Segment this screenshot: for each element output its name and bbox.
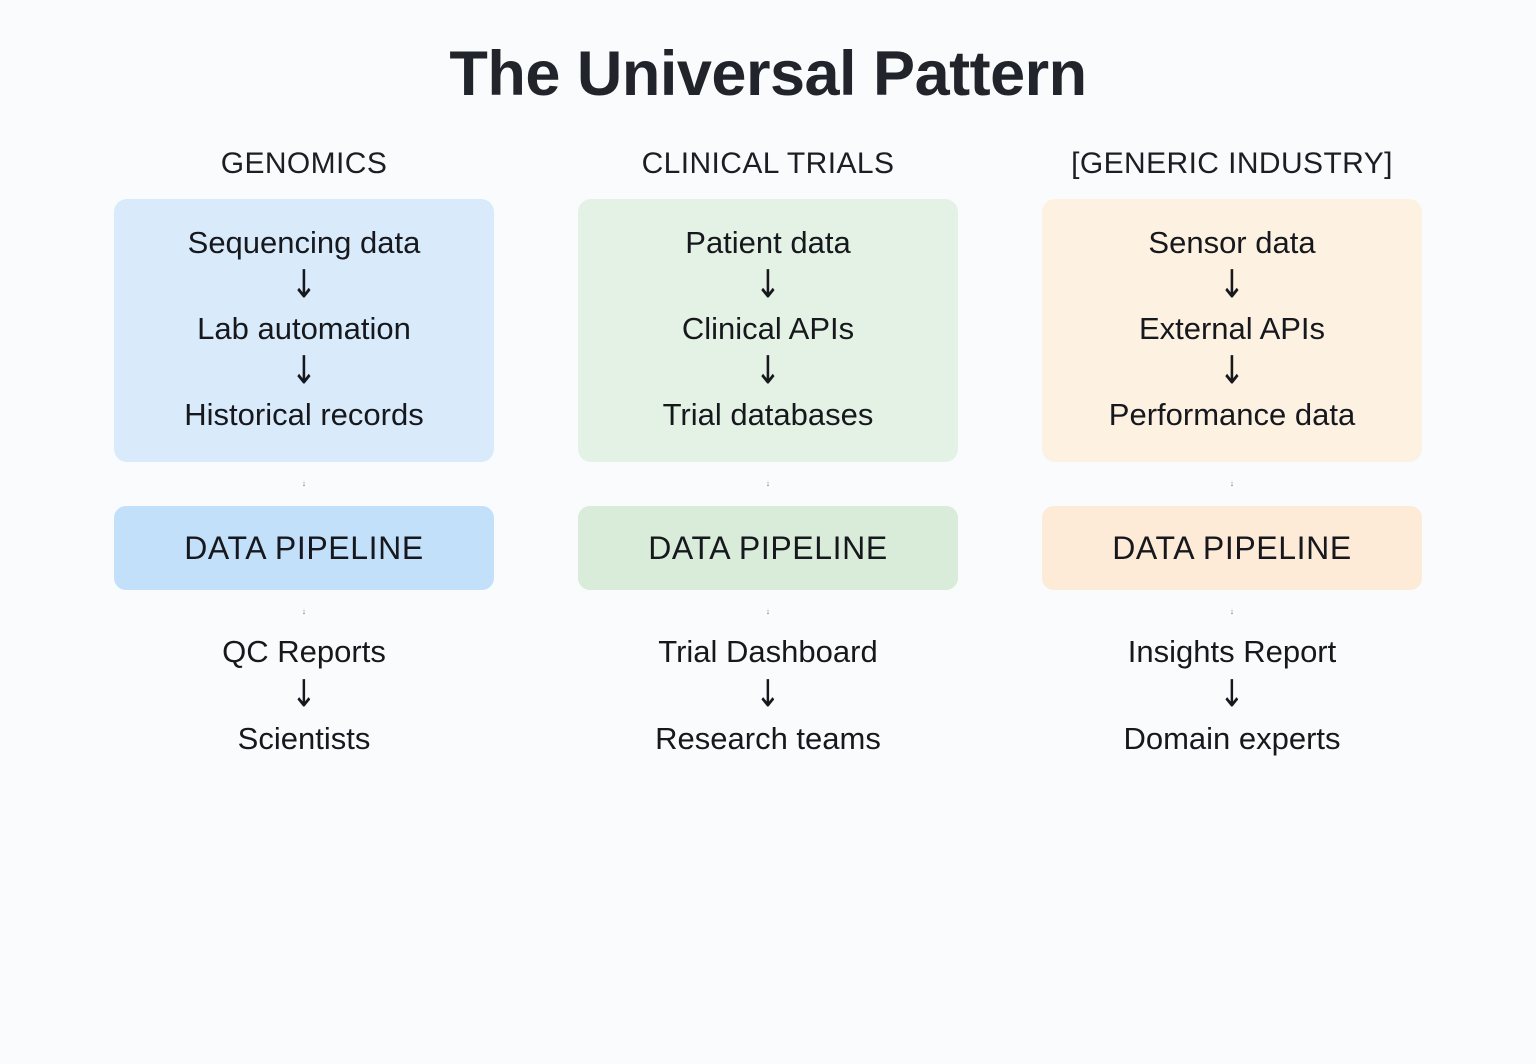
data-pipeline-box-generic-industry: DATA PIPELINE: [1042, 506, 1422, 591]
source-node: Clinical APIs: [681, 310, 855, 346]
column-header-generic-industry: [GENERIC INDUSTRY]: [1071, 147, 1393, 181]
data-pipeline-box-genomics: DATA PIPELINE: [114, 506, 494, 591]
source-node: Performance data: [1108, 396, 1356, 432]
output-node: Insights Report: [1127, 634, 1337, 670]
page-title: The Universal Pattern: [449, 39, 1087, 109]
down-arrow-icon: ↓: [755, 262, 781, 308]
source-node: Trial databases: [662, 396, 874, 432]
down-arrow-icon: ↓: [291, 262, 317, 308]
column-header-clinical-trials: CLINICAL TRIALS: [641, 147, 895, 181]
down-arrow-icon: ↓: [1219, 262, 1245, 308]
source-node: Sensor data: [1148, 225, 1316, 261]
source-node: Lab automation: [197, 310, 411, 346]
source-box-clinical-trials: Patient data ↓ Clinical APIs ↓ Trial dat…: [578, 199, 958, 463]
pipeline-column-genomics: GENOMICS Sequencing data ↓ Lab automatio…: [114, 147, 494, 757]
output-node: Scientists: [237, 721, 371, 757]
source-node: Patient data: [685, 225, 851, 261]
source-node: Sequencing data: [187, 225, 421, 261]
down-arrow-icon: ↓: [291, 672, 317, 717]
data-pipeline-label: DATA PIPELINE: [1112, 529, 1352, 566]
connector-arrow-icon: [1231, 462, 1233, 506]
down-arrow-icon: ↓: [1219, 347, 1245, 393]
output-node: Trial Dashboard: [658, 634, 878, 670]
down-arrow-icon: ↓: [291, 347, 317, 393]
connector-arrow-icon: [303, 462, 305, 506]
source-node: Historical records: [184, 396, 424, 432]
down-arrow-icon: ↓: [1219, 672, 1245, 717]
down-arrow-icon: ↓: [755, 347, 781, 393]
source-box-genomics: Sequencing data ↓ Lab automation ↓ Histo…: [114, 199, 494, 463]
data-pipeline-box-clinical-trials: DATA PIPELINE: [578, 506, 958, 591]
source-box-generic-industry: Sensor data ↓ External APIs ↓ Performanc…: [1042, 199, 1422, 463]
output-node: QC Reports: [222, 634, 386, 670]
connector-arrow-icon: [767, 462, 769, 506]
data-pipeline-label: DATA PIPELINE: [184, 529, 424, 566]
column-header-genomics: GENOMICS: [220, 147, 388, 181]
output-node: Domain experts: [1123, 721, 1341, 757]
pipeline-columns: GENOMICS Sequencing data ↓ Lab automatio…: [0, 147, 1536, 757]
output-node: Research teams: [655, 721, 881, 757]
pipeline-column-generic-industry: [GENERIC INDUSTRY] Sensor data ↓ Externa…: [1042, 147, 1422, 757]
connector-arrow-icon: [1231, 590, 1233, 634]
pipeline-column-clinical-trials: CLINICAL TRIALS Patient data ↓ Clinical …: [578, 147, 958, 757]
down-arrow-icon: ↓: [755, 672, 781, 717]
data-pipeline-label: DATA PIPELINE: [648, 529, 888, 566]
source-node: External APIs: [1138, 310, 1326, 346]
connector-arrow-icon: [303, 590, 305, 634]
connector-arrow-icon: [767, 590, 769, 634]
